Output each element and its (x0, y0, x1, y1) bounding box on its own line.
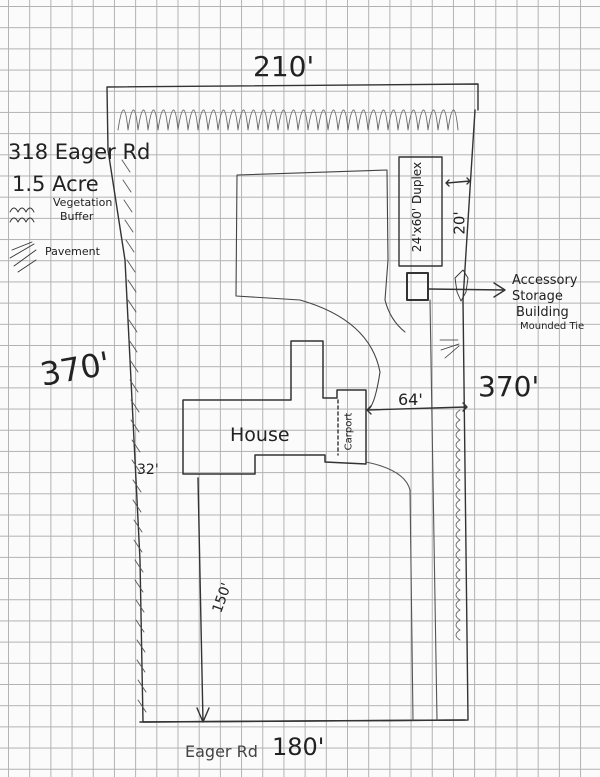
house-side-setback: 32' (137, 462, 159, 478)
vegetation-buffer-left (121, 159, 147, 713)
house-to-road-arrow (196, 477, 210, 723)
tree-symbol (454, 269, 469, 302)
accessory-building (406, 272, 429, 301)
accessory-label-line2: Storage (512, 289, 563, 304)
driveway (365, 299, 438, 721)
accessory-label-line4: Mounded Tie (520, 321, 585, 332)
duplex-footprint (398, 156, 443, 267)
bottom-width-dimension: 180' (272, 733, 325, 761)
property-boundary (106, 83, 479, 723)
carport-setback-arrow (366, 402, 468, 415)
legend-pavement-label: Pavement (45, 245, 100, 258)
legend-vegetation-line2: Buffer (60, 210, 94, 223)
vegetation-legend-swatch (9, 207, 35, 223)
pavement-legend-swatch (9, 241, 37, 273)
duplex-setback-dimension: 20' (450, 211, 469, 235)
road-name-label: Eager Rd (185, 742, 258, 761)
right-depth-dimension: 370' (478, 370, 540, 403)
house-outline (182, 340, 367, 475)
accessory-label-line3: Building (516, 305, 569, 320)
top-width-dimension: 210' (253, 50, 315, 83)
vegetation-buffer-right (455, 409, 461, 641)
acreage-label: 1.5 Acre (12, 172, 99, 196)
accessory-label-line1: Accessory (512, 273, 578, 288)
duplex-label: 24'x60' Duplex (410, 161, 425, 253)
cleared-area (235, 169, 406, 411)
address-label: 318 Eager Rd (8, 140, 151, 164)
legend-vegetation-line1: Vegetation (53, 196, 113, 209)
shrub-symbol (439, 339, 460, 359)
carport-side-setback: 64' (398, 390, 423, 409)
house-label: House (230, 424, 290, 446)
duplex-setback-arrow (445, 177, 471, 187)
vegetation-buffer-top (117, 109, 459, 131)
carport-label: Carport (343, 412, 355, 451)
